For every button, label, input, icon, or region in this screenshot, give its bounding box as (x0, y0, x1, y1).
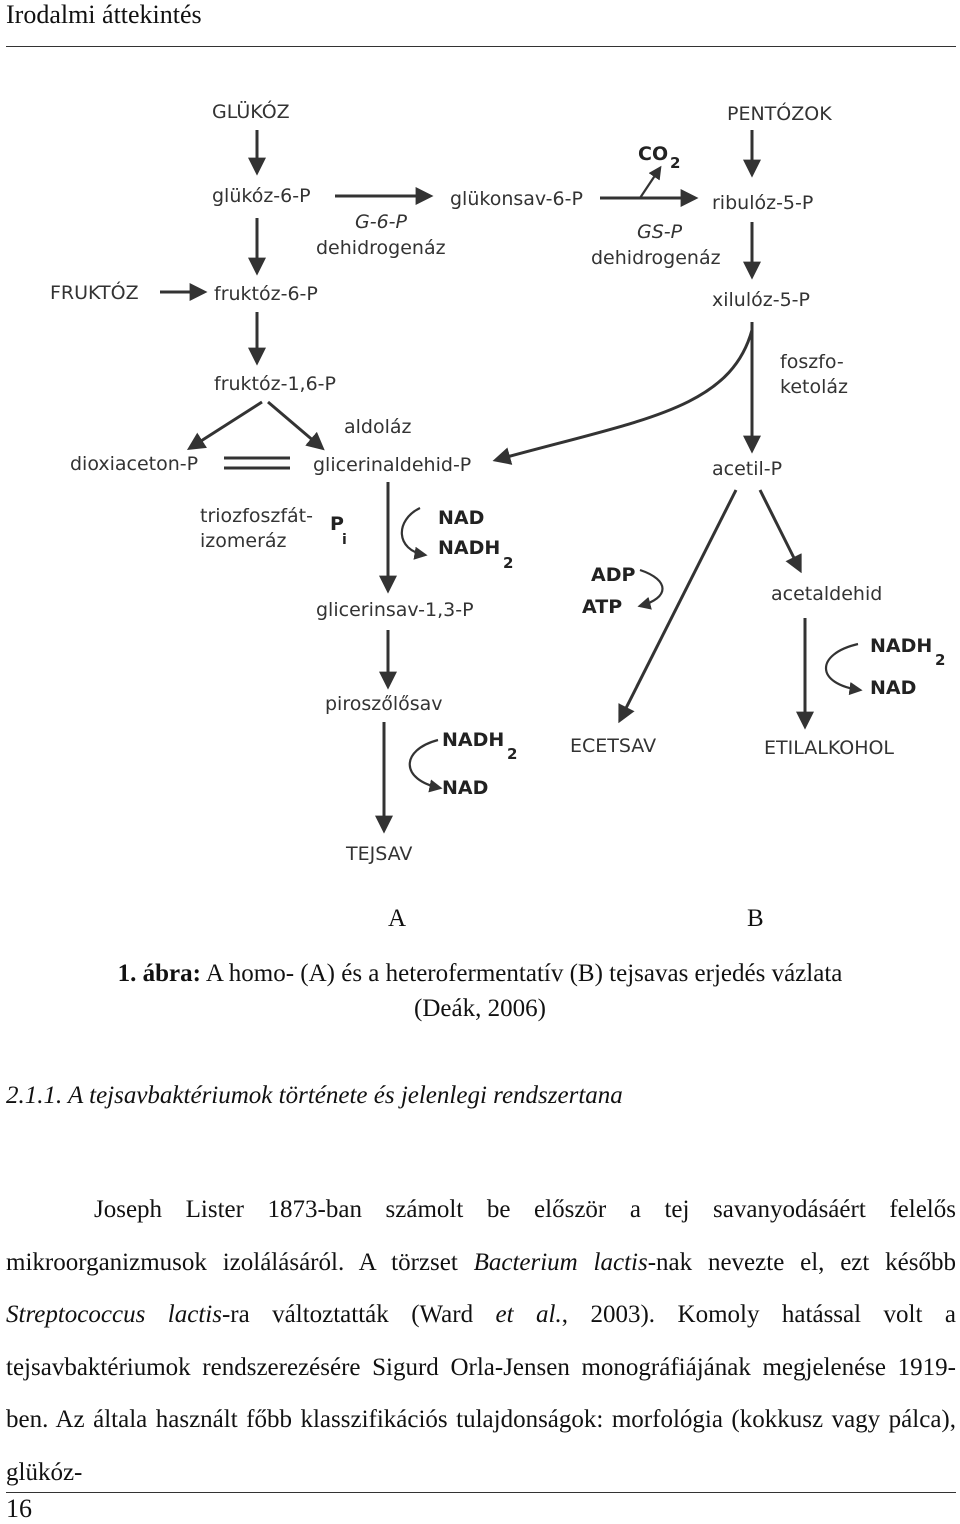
enzyme-g6p-dehidrogenaz: dehidrogenáz (316, 237, 446, 259)
node-fruktoz-6-p: fruktóz-6-P (214, 283, 318, 305)
body-paragraph: Joseph Lister 1873-ban számolt be előszö… (6, 1184, 956, 1499)
caption-citation: (Deák, 2006) (414, 995, 546, 1022)
cofactor-nad-3: NAD (870, 677, 916, 699)
arrow-acetilp-ecetsav (618, 489, 738, 724)
body-text-4: , 2003). Komoly hatással volt a tejsavba… (6, 1301, 956, 1486)
cofactor-nad-2: NAD (442, 777, 488, 799)
panel-label-b: B (747, 905, 764, 932)
arrow-acetilp-acetaldehid (758, 489, 802, 574)
cofactor-nadh-3-sub: 2 (935, 651, 945, 669)
cofactor-curve-1 (400, 507, 428, 560)
enzyme-g6p: G-6-P (355, 211, 408, 233)
arrow-co2 (639, 165, 662, 199)
cofactor-p-sub: i (342, 532, 347, 548)
running-header: Irodalmi áttekintés (6, 0, 202, 29)
cofactor-nad-1: NAD (438, 507, 484, 529)
enzyme-foszfoketolaz-2: ketoláz (780, 376, 848, 398)
node-co2: CO (638, 143, 668, 165)
footer-rule (6, 1492, 956, 1493)
citation-et-al: et al. (495, 1301, 562, 1328)
cofactor-curve-2 (408, 738, 443, 793)
section-heading: 2.1.1. A tejsavbaktériumok története és … (6, 1082, 623, 1109)
header-rule (6, 46, 956, 47)
page-number: 16 (6, 1494, 32, 1523)
cofactor-curve-3 (825, 642, 863, 696)
species-bacterium-lactis: Bacterium lactis (473, 1248, 648, 1276)
cofactor-atp: ATP (582, 596, 622, 618)
cofactor-curve-adp (637, 568, 664, 610)
cofactor-p: P (330, 513, 344, 535)
body-text-2: -nak nevezte el, ezt később (647, 1248, 956, 1276)
cofactor-nadh-3: NADH (870, 635, 932, 657)
cofactor-nadh-2-sub: 2 (507, 745, 517, 763)
enzyme-aldolaz: aldoláz (344, 416, 412, 438)
enzyme-gsp-dehidrogenaz: dehidrogenáz (591, 247, 721, 269)
node-piroszolosav: piroszőlősav (325, 693, 443, 715)
fermentation-diagram: GLÜKÓZ glükóz-6-P FRUKTÓZ fruktóz-6-P fr… (50, 99, 945, 865)
cofactor-nadh-2: NADH (442, 729, 504, 751)
node-acetaldehid: acetaldehid (771, 583, 882, 605)
node-co2-sub: 2 (670, 154, 680, 172)
body-text-1: Joseph Lister 1873-ban számolt be előszö… (6, 1196, 956, 1276)
node-glukoz: GLÜKÓZ (212, 99, 290, 123)
node-tejsav: TEJSAV (345, 843, 412, 865)
arrow-xiluloz-gap (492, 329, 754, 465)
enzyme-triozfoszfat-1: triozfoszfát- (200, 505, 313, 527)
node-ecetsav: ECETSAV (570, 735, 656, 757)
node-fruktoz: FRUKTÓZ (50, 280, 139, 304)
arrow-f16p-dioxi (186, 400, 263, 450)
node-glukonsav-6-p: glükonsav-6-P (450, 188, 583, 210)
arrow-f16p-gap (267, 400, 325, 451)
figure-caption: 1. ábra: A homo- (A) és a heterofermenta… (0, 956, 960, 1026)
node-pentozok: PENTÓZOK (727, 101, 832, 125)
enzyme-triozfoszfat-2: izomeráz (200, 530, 287, 552)
enzyme-gsp: GS-P (637, 221, 683, 243)
body-text-3: -ra változtatták (Ward (221, 1301, 496, 1328)
node-xiluloz-5-p: xilulóz-5-P (712, 289, 810, 311)
cofactor-nadh-1-sub: 2 (503, 554, 513, 572)
node-fruktoz-16-p: fruktóz-1,6-P (214, 373, 336, 395)
panel-label-a: A (388, 905, 407, 932)
node-glicerinsav: glicerinsav-1,3-P (316, 599, 474, 621)
cofactor-nadh-1: NADH (438, 537, 500, 559)
cofactor-adp: ADP (591, 564, 635, 586)
node-dioxiaceton-p: dioxiaceton-P (70, 453, 198, 475)
enzyme-foszfoketolaz-1: foszfo- (780, 351, 844, 373)
node-glukoz-6-p: glükóz-6-P (212, 185, 311, 207)
node-ribuloz-5-p: ribulóz-5-P (712, 192, 813, 214)
node-etilalkohol: ETILALKOHOL (764, 737, 894, 759)
caption-text: A homo- (A) és a heterofermentatív (B) t… (200, 960, 843, 987)
species-streptococcus-lactis: Streptococcus lactis (6, 1301, 222, 1328)
caption-label: 1. ábra: (117, 960, 201, 987)
node-acetil-p: acetil-P (712, 458, 782, 480)
node-glicerinaldehid-p: glicerinaldehid-P (313, 454, 471, 476)
